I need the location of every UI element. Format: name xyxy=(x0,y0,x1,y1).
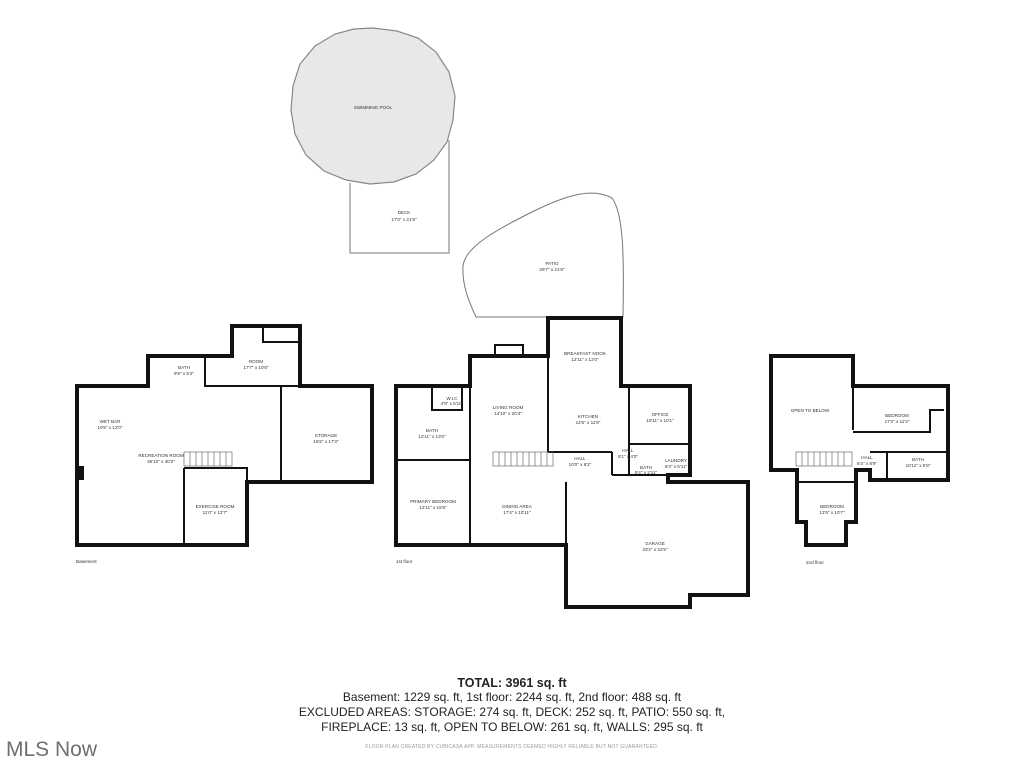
breakfast-nook-dims: 12'11" x 12'0" xyxy=(571,357,599,362)
deck-dims: 17'0" x 21'8" xyxy=(391,217,417,222)
rec-room-label: RECREATION ROOM xyxy=(138,453,184,458)
hall1-label: HALL xyxy=(574,456,586,461)
laundry-dims: 6'3" x 6'11" xyxy=(665,464,688,469)
open-to-below-label: OPEN TO BELOW xyxy=(791,408,830,413)
swimming-pool xyxy=(290,27,456,185)
second-floor-label: 2nd floor xyxy=(806,560,824,565)
excluded-areas-line2: FIREPLACE: 13 sq. ft, OPEN TO BELOW: 261… xyxy=(321,720,703,734)
bath3-dims: 10'11" x 5'8" xyxy=(906,463,931,468)
deck-label: DECK xyxy=(398,210,412,215)
first-floor-interior-walls xyxy=(396,356,690,545)
first-floor-plan: W.I.C 4'9" x 6'10" BATH 12'11" x 13'0" P… xyxy=(394,316,750,609)
hall3-dims: 6'4" x 8'9" xyxy=(857,461,877,466)
basement-stairs xyxy=(183,451,233,467)
pool-deck-area: SWIMMING POOL DECK 17'0" x 21'8" xyxy=(290,27,456,254)
excluded-areas-line1: EXCLUDED AREAS: STORAGE: 274 sq. ft, DEC… xyxy=(298,705,726,719)
office-label: OFFICE xyxy=(652,412,669,417)
wetbar-label: WET BAR xyxy=(100,419,122,424)
bath2-label: BATH xyxy=(640,465,652,470)
basement-floor-label: Basement xyxy=(76,559,97,564)
patio-dims: 29'7" x 21'8" xyxy=(539,267,565,272)
kitchen-label: KITCHEN xyxy=(578,414,598,419)
pool-label: SWIMMING POOL xyxy=(354,105,393,110)
hall3-label: HALL xyxy=(861,455,873,460)
exercise-label: EXERCISE ROOM xyxy=(196,504,235,509)
garage-label: GARAGE xyxy=(645,541,665,546)
bedroom-b-label: BEDROOM xyxy=(820,504,844,509)
hall1-dims: 10'0" x 6'2" xyxy=(569,462,592,467)
wic-dims: 4'9" x 6'10" xyxy=(441,401,464,406)
bath3-label: BATH xyxy=(912,457,924,462)
deck-outline xyxy=(349,140,450,254)
floor-areas: Basement: 1229 sq. ft, 1st floor: 2244 s… xyxy=(342,690,682,704)
second-floor-interior-walls xyxy=(797,386,948,483)
mls-now-watermark: MLS Now xyxy=(6,738,98,761)
bath1-label: BATH xyxy=(426,428,438,433)
storage-dims: 16'6" x 17'3" xyxy=(313,439,339,444)
patio-label: PATIO xyxy=(545,261,559,266)
primary-bedroom-label: PRIMARY BEDROOM xyxy=(410,499,456,504)
laundry-label: LAUNDRY xyxy=(665,458,687,463)
bath-b-label: BATH xyxy=(178,365,190,370)
patio-outline xyxy=(462,192,624,318)
first-floor-label: 1st floor xyxy=(396,559,413,564)
disclaimer: FLOOR PLAN CREATED BY CUBICASA APP. MEAS… xyxy=(365,744,659,750)
wetbar-dims: 10'5" x 12'0" xyxy=(97,425,123,430)
garage-dims: 33'2" x 22'5" xyxy=(642,547,668,552)
kitchen-dims: 14'5" x 11'8" xyxy=(576,420,601,425)
primary-bedroom-dims: 12'11" x 15'5" xyxy=(419,505,447,510)
bedroom-a-dims: 17'3" x 11'3" xyxy=(885,419,910,424)
living-room-dims: 14'10" x 20'4" xyxy=(494,411,522,416)
fireplace xyxy=(78,466,84,480)
bedroom-a-label: BEDROOM xyxy=(885,413,909,418)
storage-label: STORAGE xyxy=(315,433,337,438)
basement-interior-walls xyxy=(183,326,300,545)
exercise-dims: 11'0" x 13'7" xyxy=(203,510,228,515)
breakfast-nook-label: BREAKFAST NOOK xyxy=(564,351,607,356)
wic-label: W.I.C xyxy=(446,396,458,401)
basement-plan: BATH 9'9" x 5'2" ROOM 17'7" x 10'8" WET … xyxy=(75,324,374,564)
living-room-label: LIVING ROOM xyxy=(493,405,524,410)
second-floor-plan: OPEN TO BELOW BEDROOM 17'3" x 11'3" HALL… xyxy=(769,354,950,565)
second-floor-stairs xyxy=(795,451,853,467)
dining-area-dims: 17'4" x 10'11" xyxy=(503,510,531,515)
rec-room-dims: 36'10" x 30'2" xyxy=(147,459,175,464)
patio-area: PATIO 29'7" x 21'8" xyxy=(462,192,624,318)
room-b-label: ROOM xyxy=(249,359,263,364)
bath-b-dims: 9'9" x 5'2" xyxy=(174,371,194,376)
first-floor-stairs xyxy=(492,451,554,467)
office-dims: 10'11" x 10'1" xyxy=(646,418,674,423)
bedroom-b-dims: 12'6" x 10'7" xyxy=(819,510,845,515)
bath1-dims: 12'11" x 13'0" xyxy=(418,434,446,439)
second-floor-outer-wall xyxy=(769,354,950,547)
room-b-dims: 17'7" x 10'8" xyxy=(243,365,269,370)
total-area: TOTAL: 3961 sq. ft xyxy=(457,676,567,690)
bath2-dims: 5'4" x 2'11" xyxy=(635,470,658,475)
hall2-label: HALL xyxy=(622,448,634,453)
hall2-dims: 9'1" x 4'0" xyxy=(618,454,638,459)
fireplace-first xyxy=(494,344,524,357)
dining-area-label: DINING AREA xyxy=(502,504,533,509)
